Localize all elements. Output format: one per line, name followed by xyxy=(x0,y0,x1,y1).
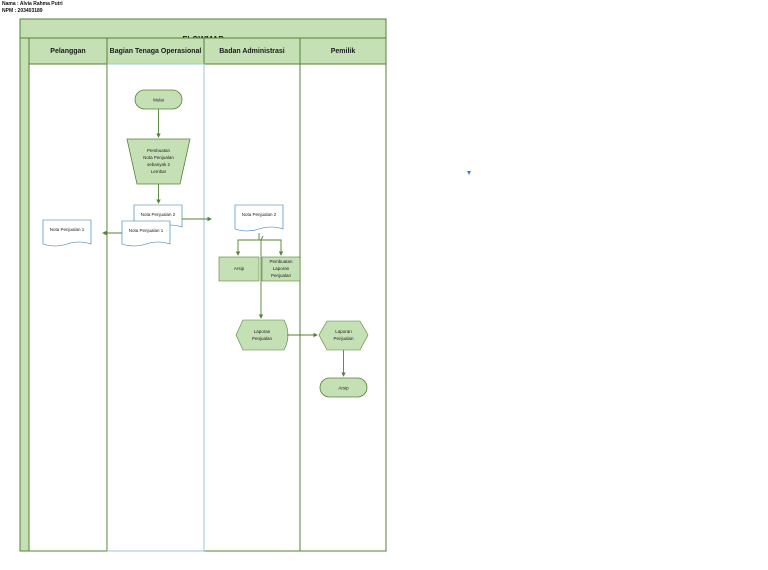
diagram-frame xyxy=(19,18,387,552)
lane-title-administrasi: Badan Administrasi xyxy=(219,48,285,55)
manual-op-line-2: Nota Penjualan xyxy=(143,155,174,160)
display-laporan-line-2: Penjualan xyxy=(252,336,273,341)
proc-laporan-line-2: Laporan xyxy=(273,266,290,271)
manual-op-line-3: sebanyak 2 xyxy=(147,162,171,167)
arrow-icon xyxy=(235,233,260,256)
diagram-title-clip: FLOWMAP xyxy=(182,35,224,44)
manual-operation-pembuatan-nota[interactable]: Pembuatan Nota Penjualan sebanyak 2 Lemb… xyxy=(126,138,191,185)
document-nota-penjualan-1-pelanggan[interactable]: Nota Penjualan 1 xyxy=(42,219,92,247)
doc-nota2-admin-label: Nota Penjualan 2 xyxy=(242,212,277,217)
author-info: Nama : Alvia Rahma Putri NPM : 203403189 xyxy=(2,1,63,15)
prep-laporan-line-2: Penjualan xyxy=(333,336,354,341)
arsip-admin-label: Arsip xyxy=(234,266,245,271)
display-laporan-line-1: Laporan xyxy=(254,329,271,334)
manual-op-line-1: Pembuatan xyxy=(147,148,171,153)
arsip-end-label: Arsip xyxy=(338,386,349,391)
author-npm: NPM : 203403189 xyxy=(2,8,43,14)
doc-nota1-stack-label: Nota Penjualan 1 xyxy=(129,228,164,233)
proc-laporan-line-3: Penjualan xyxy=(271,273,292,278)
proc-laporan-line-1: Pembuatan xyxy=(269,259,293,264)
display-laporan-penjualan[interactable]: Laporan Penjualan xyxy=(235,319,289,351)
end-terminator-arsip[interactable]: Arsip xyxy=(319,377,368,398)
prep-laporan-line-1: Laporan xyxy=(335,329,352,334)
preparation-laporan-penjualan[interactable]: Laporan Penjualan xyxy=(318,320,369,351)
arrow-icon xyxy=(258,235,264,319)
document-nota-penjualan-1-stack[interactable]: Nota Penjualan 1 xyxy=(121,220,171,247)
doc-nota2-stack-label: Nota Penjualan 2 xyxy=(141,212,176,217)
manual-op-line-4: Lembar xyxy=(151,169,167,174)
arrow-icon xyxy=(259,239,284,256)
author-name: Nama : Alvia Rahma Putri xyxy=(2,1,63,7)
doc-nota1-customer-label: Nota Penjualan 1 xyxy=(50,227,85,232)
side-strip xyxy=(19,37,30,552)
process-arsip-admin[interactable]: Arsip xyxy=(218,256,260,282)
diagram-title: FLOWMAP xyxy=(182,35,224,44)
lane-title-pelanggan: Pelanggan xyxy=(50,48,85,55)
lane-title-pemilik: Pemilik xyxy=(331,48,356,55)
lane-title-operasional: Bagian Tenaga Operasional xyxy=(110,48,202,55)
start-terminator[interactable]: Mulai xyxy=(134,89,183,110)
dropdown-marker-icon xyxy=(467,171,471,175)
selected-lane-highlight xyxy=(107,63,205,552)
lane-header-row xyxy=(28,37,387,65)
start-label: Mulai xyxy=(153,98,164,103)
document-nota-penjualan-2-admin[interactable]: Nota Penjualan 2 xyxy=(234,204,284,232)
process-pembuatan-laporan[interactable]: Pembuatan Laporan Penjualan xyxy=(261,256,301,282)
